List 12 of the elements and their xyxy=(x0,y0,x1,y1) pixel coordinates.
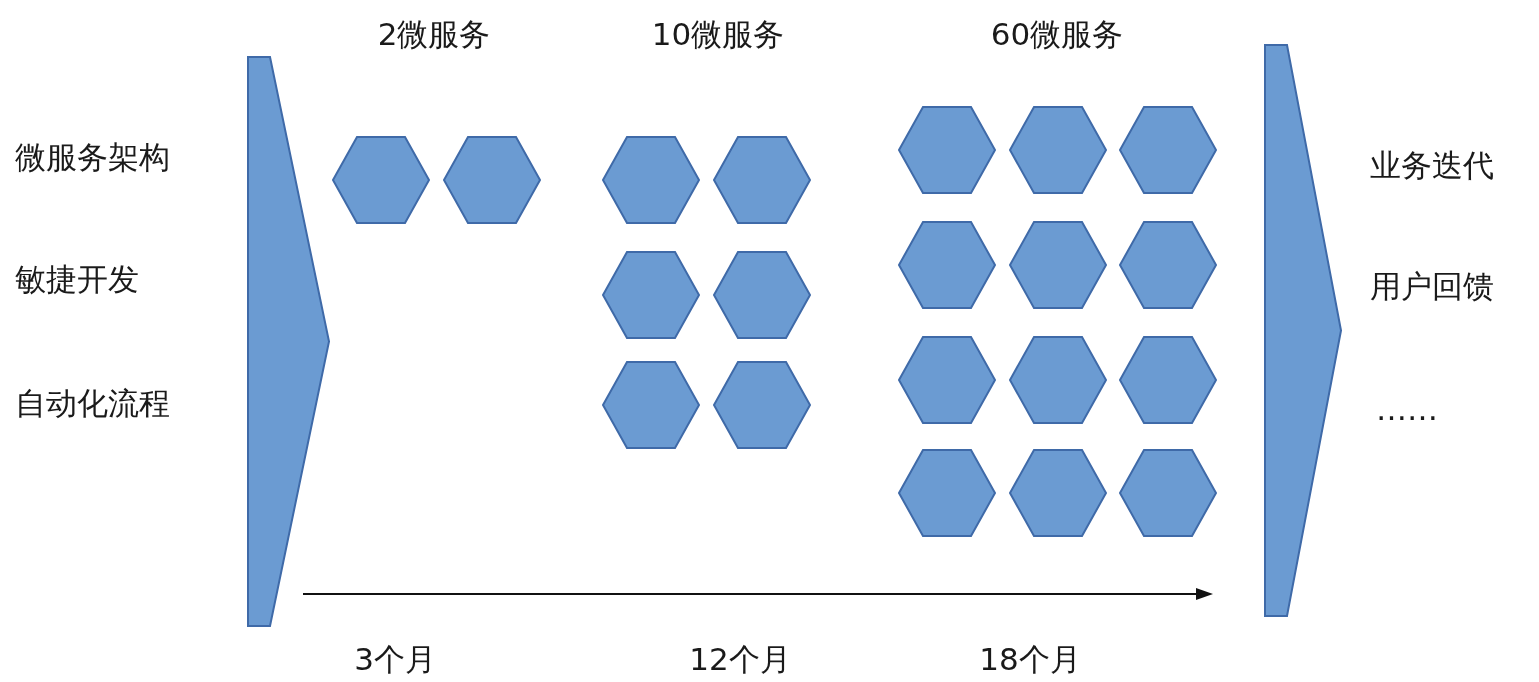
duration-label: 12个月 xyxy=(689,644,791,675)
side-label: …… xyxy=(1376,394,1438,425)
column-heading: 10微服务 xyxy=(651,19,785,50)
side-label: 自动化流程 xyxy=(15,388,170,419)
duration-label: 3个月 xyxy=(354,644,436,675)
side-label: 业务迭代 xyxy=(1370,150,1494,181)
duration-label: 18个月 xyxy=(979,644,1081,675)
column-heading: 60微服务 xyxy=(990,19,1124,50)
side-label: 敏捷开发 xyxy=(15,264,139,295)
side-label: 微服务架构 xyxy=(15,142,170,173)
column-heading: 2微服务 xyxy=(377,19,491,50)
side-label: 用户回馈 xyxy=(1370,271,1494,302)
